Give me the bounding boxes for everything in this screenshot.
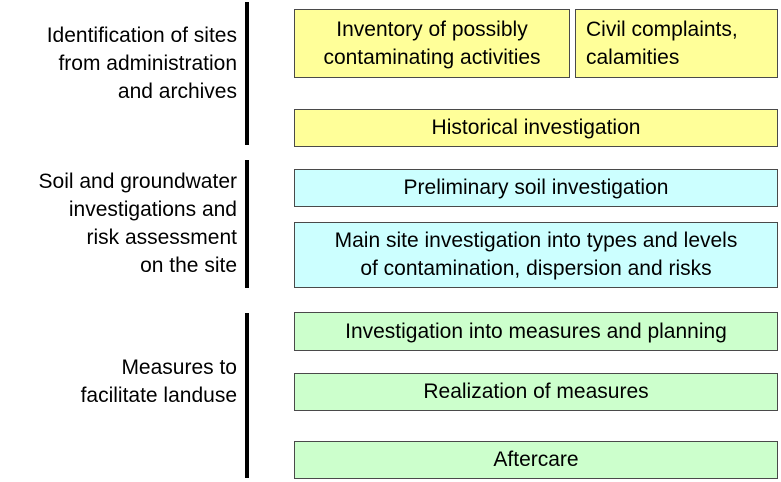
inventory-box: Inventory of possibly contaminating acti… [294, 9, 570, 78]
main-site-investigation-box: Main site investigation into types and l… [294, 222, 778, 288]
phase-bar-identification [245, 2, 249, 145]
phase-bar-measures [245, 313, 249, 478]
aftercare-box: Aftercare [294, 441, 778, 479]
phase-label-measures: Measures to facilitate landuse [80, 356, 237, 407]
civil-complaints-box: Civil complaints, calamities [575, 9, 778, 78]
phase-label-identification: Identification of sites from administrat… [46, 24, 237, 103]
historical-investigation-box: Historical investigation [294, 109, 778, 147]
phase-bar-investigation [245, 160, 249, 288]
measures-planning-box: Investigation into measures and planning [294, 312, 778, 351]
preliminary-investigation-box: Preliminary soil investigation [294, 169, 778, 207]
realization-box: Realization of measures [294, 373, 778, 411]
phase-label-investigation: Soil and groundwater investigations and … [38, 170, 237, 277]
